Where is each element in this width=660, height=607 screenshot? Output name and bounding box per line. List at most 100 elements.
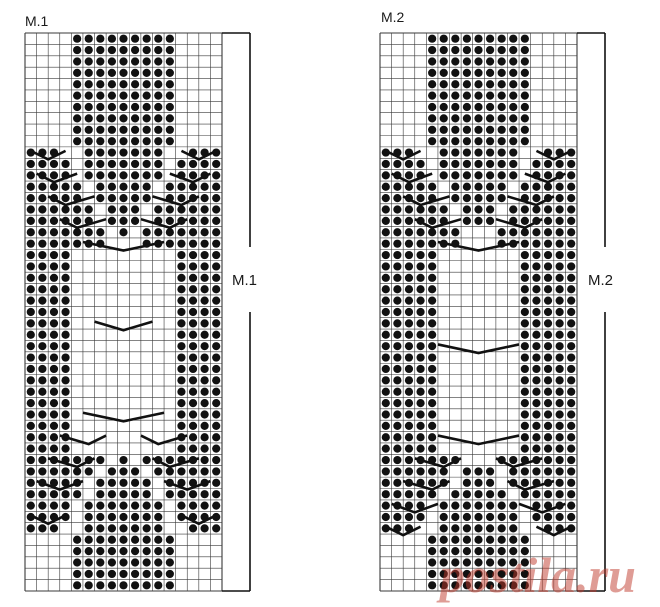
- purl-stitch-dot: [543, 364, 553, 374]
- purl-stitch-dot: [26, 364, 35, 374]
- purl-stitch-dot: [130, 45, 140, 55]
- decrease-chevron-symbol: [30, 149, 67, 161]
- purl-stitch-dot: [165, 455, 174, 465]
- purl-stitch-dot: [188, 501, 198, 510]
- purl-stitch-dot: [416, 364, 425, 374]
- purl-stitch-dot: [555, 159, 564, 169]
- purl-stitch-dot: [543, 376, 553, 385]
- purl-stitch-dot: [497, 581, 506, 590]
- purl-stitch-dot: [26, 433, 35, 442]
- purl-stitch-dot: [142, 535, 151, 544]
- purl-stitch-dot: [462, 205, 472, 214]
- decrease-chevron-symbol: [180, 514, 217, 526]
- purl-stitch-dot: [416, 330, 425, 339]
- purl-stitch-dot: [520, 376, 529, 385]
- purl-stitch-dot: [520, 285, 529, 294]
- purl-stitch-dot: [462, 467, 472, 476]
- purl-stitch-dot: [177, 182, 186, 191]
- purl-stitch-dot: [107, 159, 117, 169]
- purl-stitch-dot: [451, 524, 460, 533]
- purl-stitch-dot: [393, 182, 402, 191]
- purl-stitch-dot: [520, 444, 529, 453]
- purl-stitch-dot: [509, 228, 518, 237]
- purl-stitch-dot: [428, 330, 437, 339]
- purl-stitch-dot: [154, 137, 163, 146]
- decrease-chevron-symbol: [47, 195, 95, 207]
- purl-stitch-dot: [520, 569, 529, 579]
- decrease-chevron-symbol: [151, 457, 200, 469]
- purl-stitch-dot: [130, 535, 140, 544]
- purl-stitch-dot: [200, 387, 209, 396]
- purl-stitch-dot: [416, 342, 425, 351]
- purl-stitch-dot: [177, 467, 186, 476]
- purl-stitch-dot: [177, 330, 186, 339]
- purl-stitch-dot: [84, 45, 93, 55]
- purl-stitch-dot: [451, 171, 460, 180]
- purl-stitch-dot: [96, 102, 105, 112]
- purl-stitch-dot: [381, 376, 390, 385]
- purl-stitch-dot: [404, 273, 414, 282]
- purl-stitch-dot: [61, 205, 70, 214]
- purl-stitch-dot: [200, 399, 209, 408]
- purl-stitch-dot: [567, 433, 576, 442]
- purl-stitch-dot: [462, 159, 472, 169]
- purl-stitch-dot: [555, 262, 564, 271]
- purl-stitch-dot: [532, 228, 541, 237]
- purl-stitch-dot: [439, 91, 448, 100]
- purl-stitch-dot: [73, 182, 82, 191]
- purl-stitch-dot: [416, 159, 425, 169]
- purl-stitch-dot: [119, 125, 128, 134]
- purl-stitch-dot: [165, 216, 174, 225]
- purl-stitch-dot: [404, 512, 414, 522]
- purl-stitch-dot: [543, 490, 553, 499]
- purl-stitch-dot: [177, 399, 186, 408]
- purl-stitch-dot: [200, 182, 209, 191]
- purl-stitch-dot: [212, 478, 221, 487]
- purl-stitch-dot: [38, 353, 47, 362]
- chart-m2: M.2 M.2: [379, 9, 613, 592]
- purl-stitch-dot: [543, 342, 553, 351]
- purl-stitch-dot: [416, 421, 425, 430]
- purl-stitch-dot: [96, 512, 105, 522]
- purl-stitch-dot: [567, 239, 576, 248]
- purl-stitch-dot: [428, 444, 437, 453]
- purl-stitch-dot: [212, 376, 221, 385]
- purl-stitch-dot: [555, 239, 564, 248]
- purl-stitch-dot: [393, 387, 402, 396]
- purl-stitch-dot: [381, 296, 390, 305]
- purl-stitch-dot: [404, 364, 414, 374]
- purl-stitch-dot: [462, 91, 472, 100]
- purl-stitch-dot: [509, 205, 518, 214]
- purl-stitch-dot: [84, 91, 93, 100]
- purl-stitch-dot: [188, 228, 198, 237]
- purl-stitch-dot: [451, 137, 460, 146]
- purl-stitch-dot: [428, 250, 437, 260]
- purl-stitch-dot: [212, 205, 221, 214]
- purl-stitch-dot: [567, 182, 576, 191]
- purl-stitch-dot: [567, 250, 576, 260]
- purl-stitch-dot: [404, 171, 414, 180]
- purl-stitch-dot: [451, 512, 460, 522]
- purl-stitch-dot: [154, 125, 163, 134]
- purl-stitch-dot: [439, 535, 448, 544]
- purl-stitch-dot: [130, 159, 140, 169]
- decrease-chevron-symbol: [140, 217, 188, 230]
- purl-stitch-dot: [393, 194, 402, 203]
- purl-stitch-dot: [428, 182, 437, 191]
- purl-stitch-dot: [177, 285, 186, 294]
- purl-stitch-dot: [404, 490, 414, 499]
- purl-stitch-dot: [130, 114, 140, 123]
- purl-stitch-dot: [497, 558, 506, 567]
- purl-stitch-dot: [497, 68, 506, 77]
- purl-stitch-dot: [200, 296, 209, 305]
- purl-stitch-dot: [428, 80, 437, 89]
- purl-stitch-dot: [474, 205, 483, 214]
- purl-stitch-dot: [543, 410, 553, 419]
- purl-stitch-dot: [428, 467, 437, 476]
- purl-stitch-dot: [26, 250, 35, 260]
- purl-stitch-dot: [532, 182, 541, 191]
- purl-stitch-dot: [439, 228, 448, 237]
- purl-stitch-dot: [543, 512, 553, 522]
- purl-stitch-dot: [107, 501, 117, 510]
- purl-stitch-dot: [177, 296, 186, 305]
